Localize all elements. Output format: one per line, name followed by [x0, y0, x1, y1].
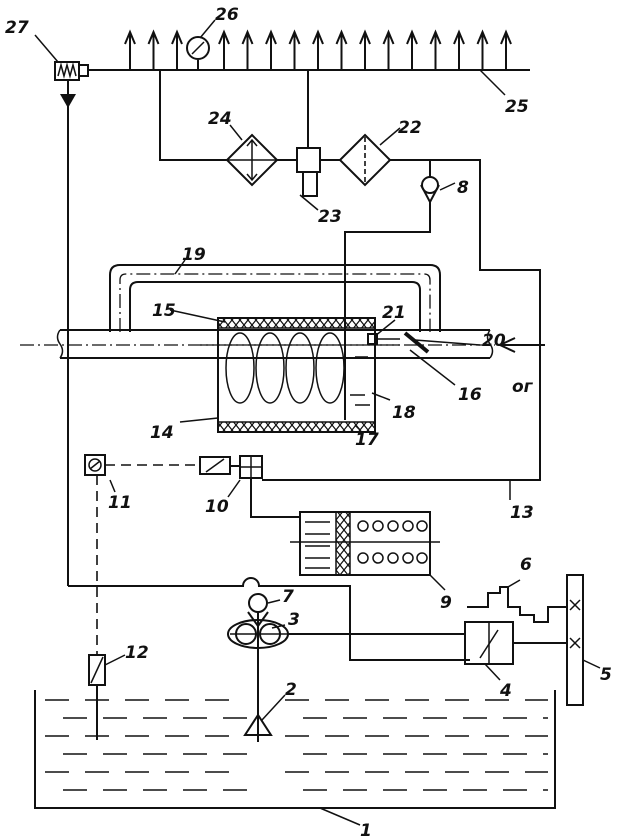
camshaft-6	[467, 580, 567, 622]
outlet-arrow	[149, 32, 159, 70]
pump-3	[228, 620, 465, 648]
label-2: 2	[285, 680, 297, 700]
outlet-arrow	[407, 32, 417, 70]
outlet-arrow	[125, 32, 135, 70]
outlet-arrow	[219, 32, 229, 70]
outlet-arrow	[431, 32, 441, 70]
damper-20	[405, 333, 428, 352]
label-14: 14	[150, 423, 174, 443]
outlet-arrow	[337, 32, 347, 70]
fluid-tank-1	[35, 690, 555, 825]
label-25: 25	[505, 97, 529, 117]
leader-lines	[35, 20, 510, 720]
label-23: 23	[318, 207, 342, 227]
sensor-21	[368, 334, 400, 344]
label-18: 18	[392, 403, 416, 423]
tank-9	[290, 512, 445, 590]
label-10: 10	[205, 497, 229, 517]
outlet-arrow	[501, 32, 511, 70]
outlet-arrow	[313, 32, 323, 70]
outlet-arrow	[454, 32, 464, 70]
label-13: 13	[510, 503, 534, 523]
label-1: 1	[360, 821, 372, 839]
level-sensor-12	[89, 655, 105, 740]
label-7: 7	[282, 587, 294, 607]
coupling-4	[465, 622, 568, 680]
label-24: 24	[208, 109, 232, 129]
label-12: 12	[125, 643, 149, 663]
label-5: 5	[600, 665, 612, 685]
outlet-arrow	[172, 32, 182, 70]
label-22: 22	[398, 118, 422, 138]
valve-27	[55, 62, 88, 586]
outlet-arrow	[266, 32, 276, 70]
label-9: 9	[440, 593, 452, 613]
label-20: 20	[482, 331, 506, 351]
label-flow: ог	[512, 377, 534, 397]
label-4: 4	[499, 681, 512, 701]
shaft-5	[567, 575, 600, 705]
outlet-arrow	[243, 32, 253, 70]
heat-exchanger-24	[227, 135, 277, 185]
manifold-25	[88, 32, 530, 70]
check-valve-8	[345, 160, 439, 420]
chamber-14	[200, 318, 400, 432]
label-27: 27	[5, 18, 29, 38]
outlet-arrow	[290, 32, 300, 70]
valve-23	[297, 70, 320, 196]
label-8: 8	[457, 178, 469, 198]
label-11: 11	[108, 493, 132, 513]
label-16: 16	[458, 385, 482, 405]
gauge-26	[187, 37, 209, 70]
label-17: 17	[355, 430, 379, 450]
outlet-arrow	[360, 32, 370, 70]
label-19: 19	[182, 245, 206, 265]
label-15: 15	[152, 301, 176, 321]
label-26: 26	[215, 5, 239, 25]
outlet-arrow	[384, 32, 394, 70]
label-21: 21	[382, 303, 406, 323]
outlet-arrow	[478, 32, 488, 70]
controller-11	[85, 455, 200, 655]
label-3: 3	[288, 610, 300, 630]
label-6: 6	[520, 555, 532, 575]
